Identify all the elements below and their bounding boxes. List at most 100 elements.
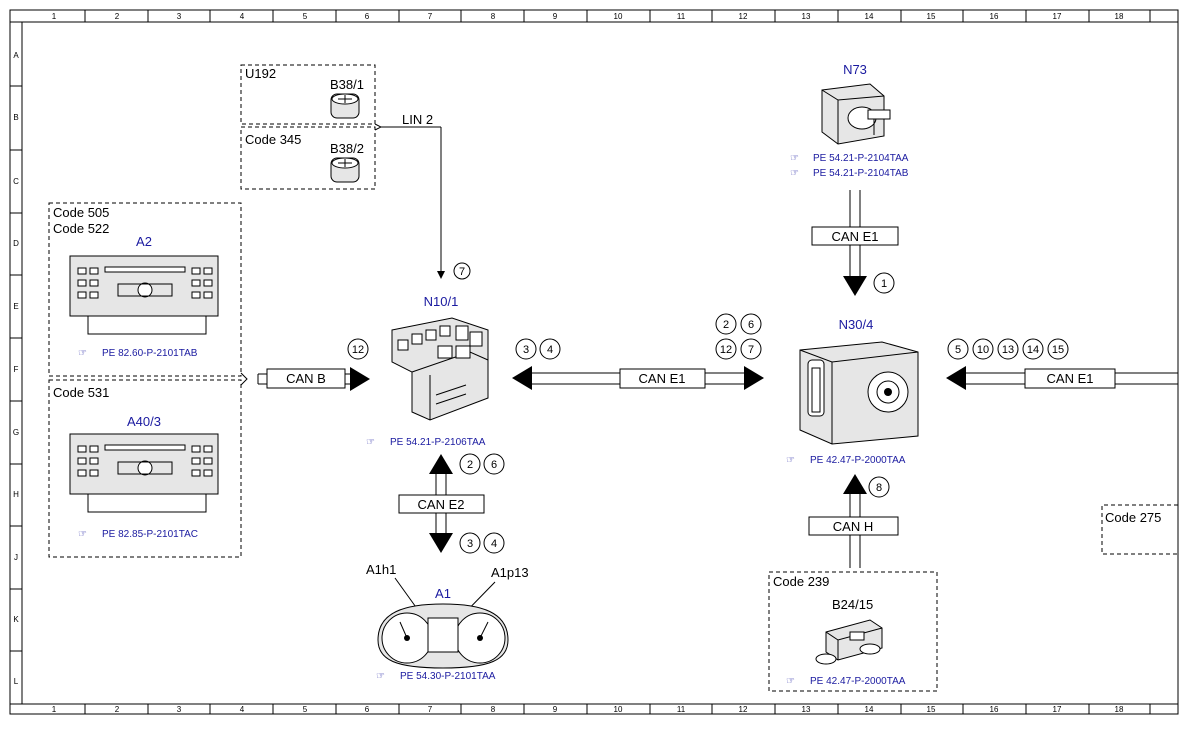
canh-connection: CAN H 8 [808, 474, 899, 568]
col-label: 18 [1115, 705, 1124, 714]
component-label-a40-3: A40/3 [127, 414, 161, 429]
col-label: 13 [802, 12, 811, 21]
row-label: E [13, 302, 18, 311]
component-label-b24-15: B24/15 [832, 597, 873, 612]
col-label: 8 [491, 705, 496, 714]
frame [9, 9, 1179, 715]
hand-pointer-icon: ☞ [366, 437, 375, 448]
col-label: 3 [177, 705, 182, 714]
row-label: D [13, 239, 19, 248]
component-n10-1: N10/1 ☞ PE 54.21-P-2106TAA [366, 294, 489, 448]
grid-rows: A B C D E F G H J K L [10, 51, 22, 686]
col-label: 18 [1115, 12, 1124, 21]
group-code239: Code 239 B24/15 ☞ PE 42.47-P-2000TAA [768, 571, 938, 692]
component-label-n73: N73 [843, 62, 867, 77]
col-label: 16 [990, 705, 999, 714]
component-a1: A1h1 A1p13 A1 ☞ PE 54.30-P-2101TAA [366, 562, 529, 682]
component-n73: N73 ☞ PE 54.21-P-2104TAA ☞ PE 54.21-P-21… [790, 62, 909, 179]
signal-badge: 4 [491, 538, 497, 550]
col-label: 12 [739, 12, 748, 21]
component-n30-4: N30/4 ☞ PE 42.47-P-2000TAA [786, 317, 919, 466]
col-label: 5 [303, 705, 308, 714]
hand-pointer-icon: ☞ [78, 348, 87, 359]
signal-badge: 5 [955, 344, 961, 356]
cane2-connection: CAN E2 2 6 3 4 [398, 453, 505, 554]
esp-module-icon [799, 341, 919, 445]
hand-pointer-icon: ☞ [786, 455, 795, 466]
signal-badge: 7 [459, 266, 465, 278]
bus-label-cane1-top: CAN E1 [832, 229, 879, 244]
signal-badge: 4 [547, 344, 553, 356]
bus-label-canh: CAN H [833, 519, 873, 534]
reference-a2: PE 82.60-P-2101TAB [102, 348, 198, 359]
col-label: 11 [677, 12, 686, 21]
signal-badge: 8 [876, 482, 882, 494]
col-label: 17 [1053, 705, 1062, 714]
row-label: A [13, 51, 19, 60]
sensor-b38-1-icon [330, 93, 360, 119]
row-label: K [13, 615, 19, 624]
col-label: 9 [553, 12, 558, 21]
col-label: 4 [240, 705, 245, 714]
bus-label-cane1-right: CAN E1 [1047, 371, 1094, 386]
ignition-switch-icon [821, 83, 891, 145]
component-label-a1: A1 [435, 586, 451, 601]
group-code531: Code 531 A40/3 ☞ PE 82.85-P-2101TAC [48, 372, 248, 558]
col-label: 8 [491, 12, 496, 21]
hand-pointer-icon: ☞ [790, 153, 799, 164]
col-label: 15 [927, 705, 936, 714]
signal-badge: 3 [523, 344, 529, 356]
grid-columns [84, 10, 1090, 714]
group-label-code505: Code 505 [53, 205, 109, 220]
signal-badge: 10 [977, 344, 989, 356]
signal-badge: 6 [748, 319, 754, 331]
col-label: 14 [865, 12, 874, 21]
grid-col-labels-bottom: 1 2 3 4 5 6 7 8 9 10 11 12 13 14 15 16 1… [52, 705, 1124, 714]
row-label: F [14, 365, 19, 374]
col-label: 3 [177, 12, 182, 21]
col-label: 14 [865, 705, 874, 714]
row-label: G [13, 428, 19, 437]
reference-n10-1: PE 54.21-P-2106TAA [390, 437, 486, 448]
radio-unit-a2-icon [69, 255, 219, 335]
signal-badge: 2 [723, 319, 729, 331]
signal-badge: 6 [491, 459, 497, 471]
sam-module-icon [391, 317, 489, 421]
component-label-a1h1: A1h1 [366, 562, 396, 577]
group-u192: U192 Code 345 B38/1 B38/2 [240, 64, 383, 190]
hand-pointer-icon: ☞ [78, 529, 87, 540]
col-label: 7 [428, 705, 433, 714]
col-label: 15 [927, 12, 936, 21]
cane1-mid-connection: CAN E1 3 4 2 6 12 7 [512, 313, 764, 390]
col-label: 16 [990, 12, 999, 21]
reference-n73-b: PE 54.21-P-2104TAB [813, 168, 909, 179]
bus-label-cane1-mid: CAN E1 [639, 371, 686, 386]
cane1-top-connection: CAN E1 1 [811, 190, 899, 296]
bus-label-canb: CAN B [286, 371, 326, 386]
row-label: J [14, 553, 18, 562]
signal-badge: 12 [352, 344, 364, 356]
row-label: B [13, 113, 18, 122]
signal-badge: 13 [1002, 344, 1014, 356]
instrument-cluster-icon [377, 603, 509, 669]
col-label: 10 [614, 12, 623, 21]
sensor-b38-2-icon [330, 157, 360, 183]
component-label-n10-1: N10/1 [424, 294, 459, 309]
yaw-sensor-icon [815, 619, 883, 665]
group-label-u192: U192 [245, 66, 276, 81]
col-label: 5 [303, 12, 308, 21]
hand-pointer-icon: ☞ [376, 671, 385, 682]
signal-badge: 15 [1052, 344, 1064, 356]
reference-b24-15: PE 42.47-P-2000TAA [810, 676, 906, 687]
group-label-code345: Code 345 [245, 132, 301, 147]
signal-badge: 2 [467, 459, 473, 471]
cane1-right-connection: CAN E1 5 10 13 14 15 [946, 338, 1178, 390]
signal-badge: 1 [881, 278, 887, 290]
group-code275: Code 275 [1101, 504, 1178, 555]
col-label: 2 [115, 12, 120, 21]
col-label: 6 [365, 12, 370, 21]
col-label: 10 [614, 705, 623, 714]
col-label: 1 [52, 12, 57, 21]
component-label-b38-2: B38/2 [330, 141, 364, 156]
col-label: 9 [553, 705, 558, 714]
